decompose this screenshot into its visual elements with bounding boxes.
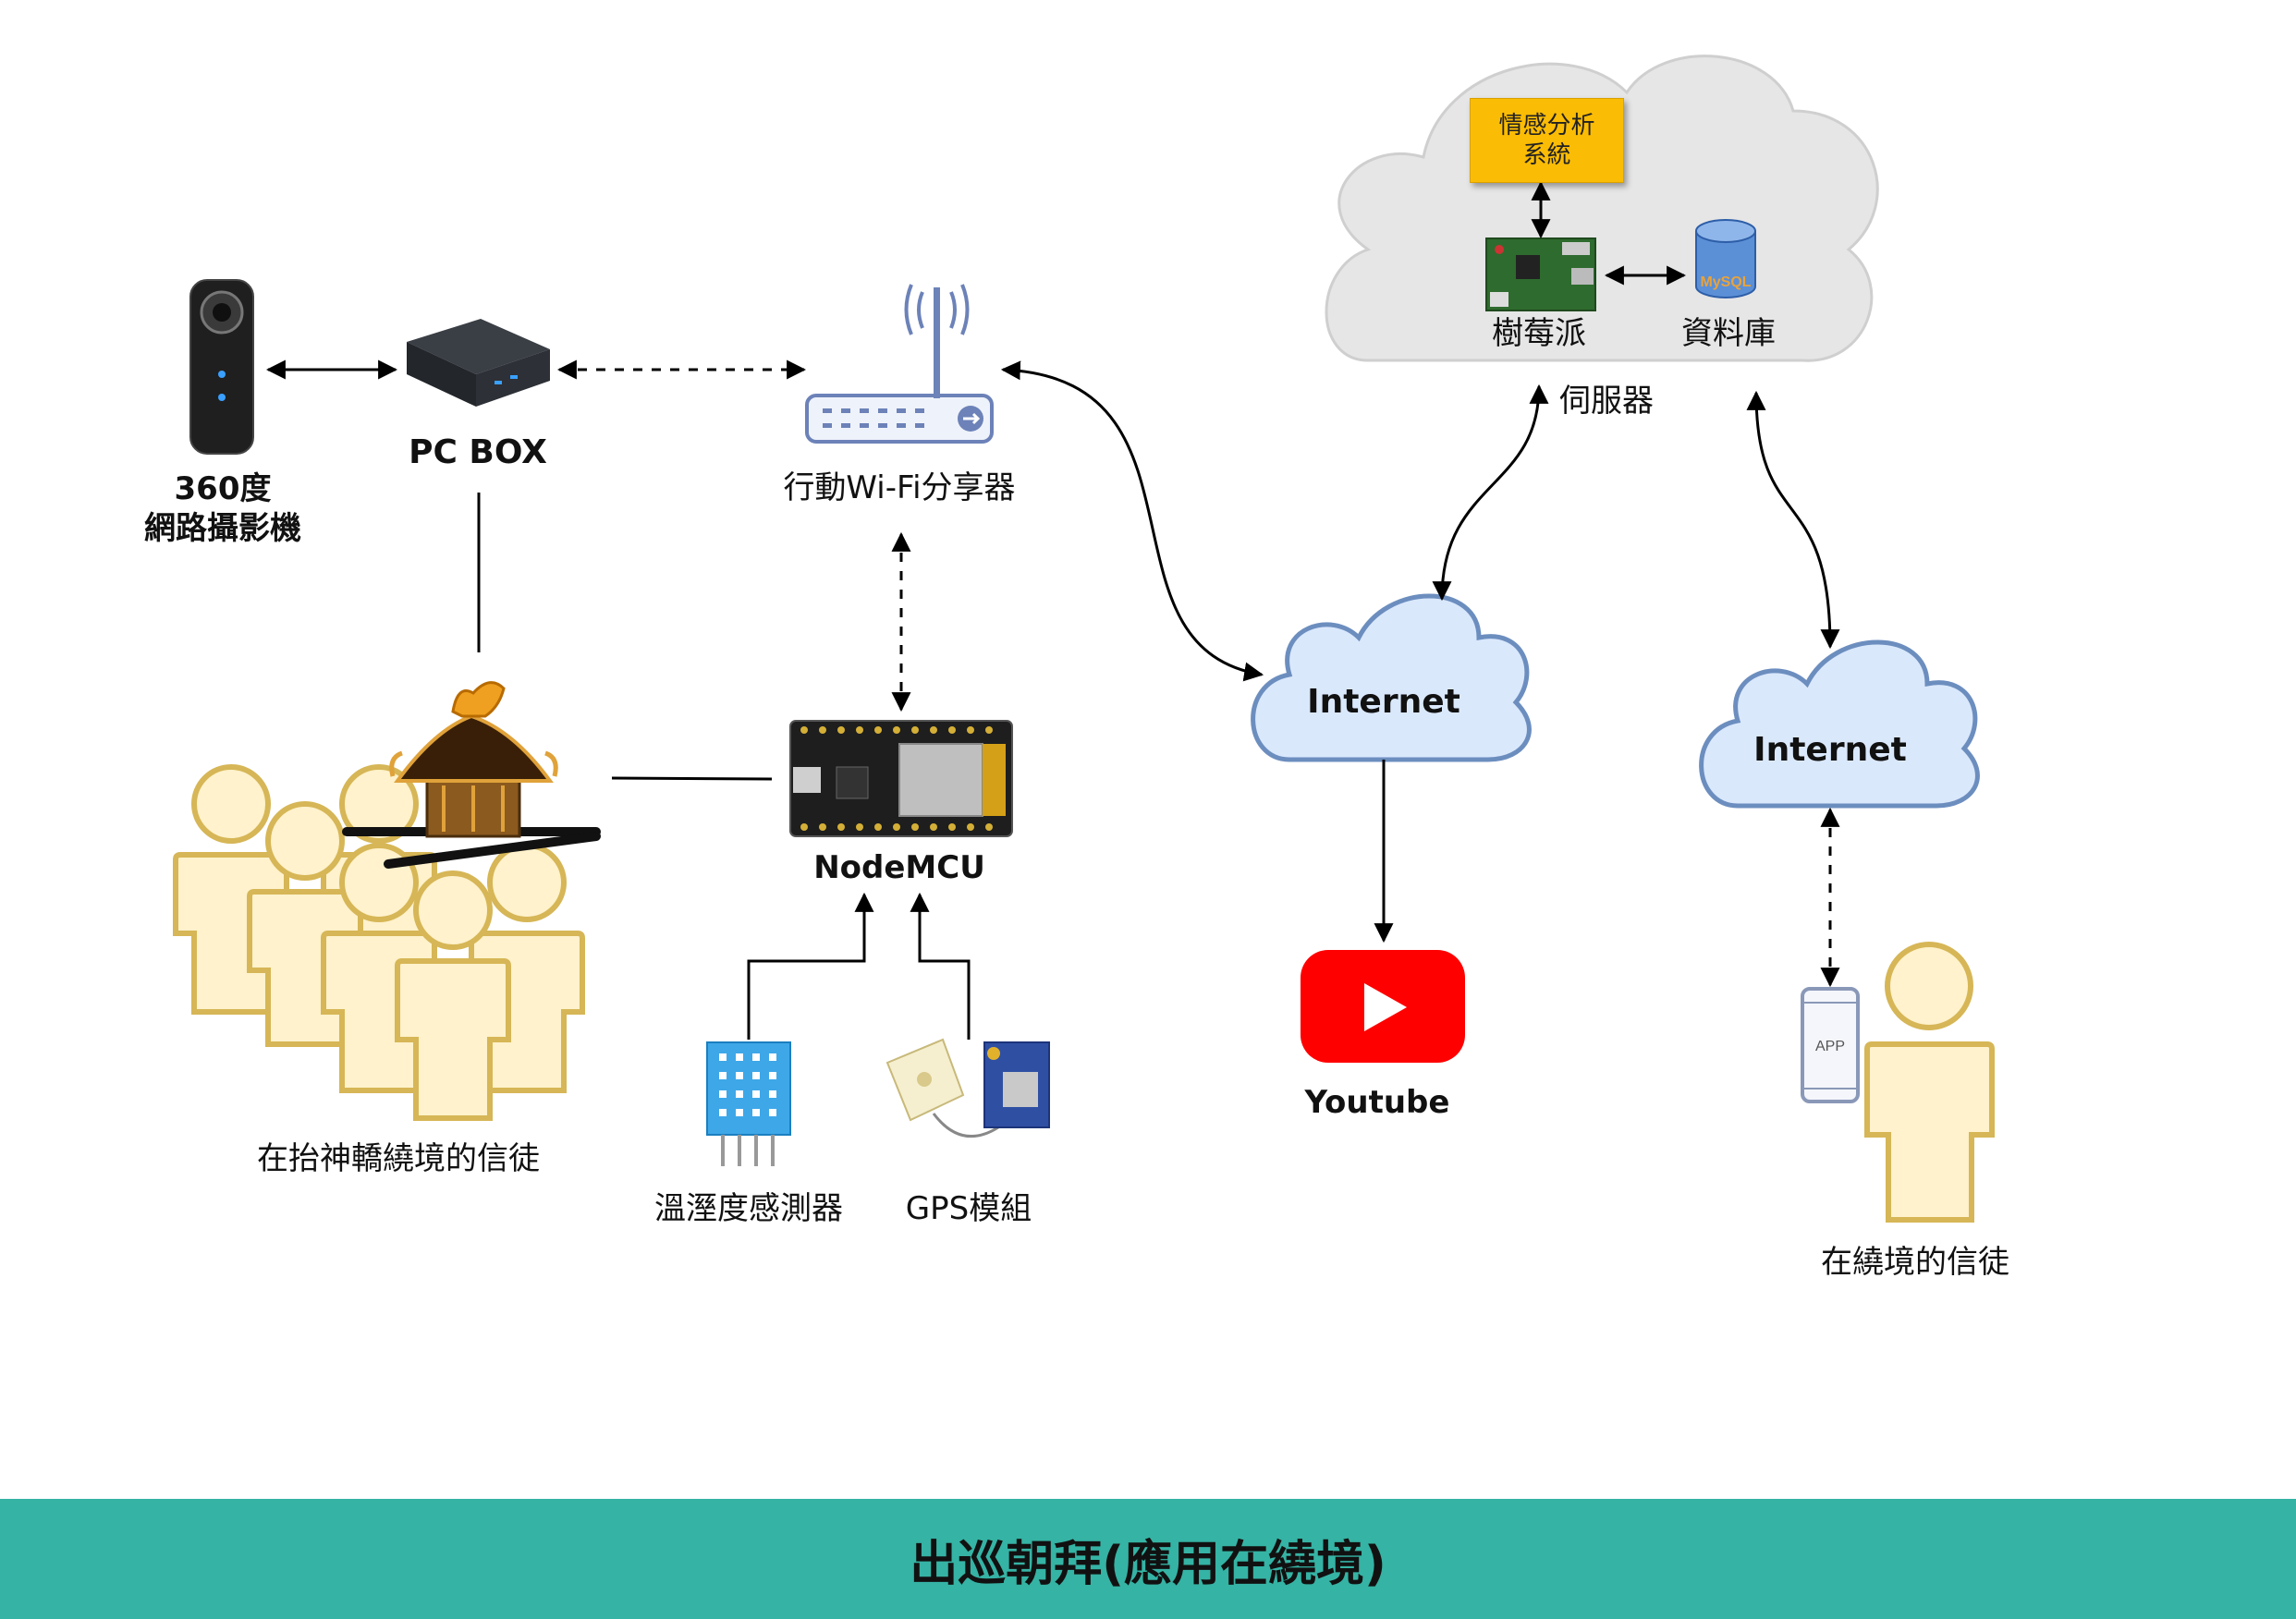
gps-module-icon [885,1038,1050,1138]
server-internet-right-link [1746,390,1840,650]
procession-nodemcu-line [611,776,773,781]
youtube-label: Youtube [1304,1084,1450,1121]
person-icon [395,870,511,1121]
believer-person-icon [1864,942,1995,1223]
footer-banner: 出巡朝拜(應用在繞境) [0,1499,2296,1619]
phone-app-label: APP [1815,1039,1845,1054]
youtube-logo-icon [1301,950,1465,1063]
raspberry-pi-label: 樹莓派 [1492,315,1586,352]
wifi-internet-link [1000,360,1264,682]
360-camera-icon [189,279,254,455]
wifi-router-label: 行動Wi-Fi分享器 [783,469,1016,506]
sentiment-analysis-box: 情感分析 系統 [1470,98,1624,183]
temperature-humidity-sensor-icon [706,1041,791,1166]
camera-label-line1: 360度 [174,470,272,507]
internet-left-label: Internet [1307,683,1460,721]
procession-believers-label: 在抬神轎繞境的信徒 [257,1140,540,1177]
sensor-nodemcu-arrow [747,892,874,1040]
server-internet-left-link [1432,383,1549,602]
nodemcu-label: NodeMCU [813,849,985,886]
palanquin-icon [342,681,601,869]
phone-app-icon: APP [1801,987,1860,1103]
pc-box-icon [407,319,550,407]
camera-label-line2: 網路攝影機 [144,509,301,547]
mysql-database-icon: MySQL [1695,219,1756,298]
temp-sensor-label: 溫溼度感測器 [654,1190,843,1227]
mysql-logo-text: MySQL [1700,274,1751,290]
database-label: 資料庫 [1681,315,1776,352]
gps-nodemcu-arrow [910,892,971,1040]
camera-label: 360度 網路攝影機 [144,469,301,548]
server-label: 伺服器 [1559,383,1654,420]
internet-right-label: Internet [1753,731,1907,769]
gps-module-label: GPS模組 [905,1190,1032,1227]
internet-cloud-right [1699,639,1980,809]
connector-lines [265,180,1840,1040]
pc-box-label: PC BOX [409,433,547,471]
internet-cloud-left [1251,593,1532,762]
nodemcu-board-icon [789,720,1013,837]
procession-believers-group [173,764,585,1121]
raspberry-pi-board [1485,237,1596,311]
believer-label: 在繞境的信徒 [1821,1244,2009,1281]
footer-title: 出巡朝拜(應用在繞境) [910,1537,1386,1592]
wifi-router-icon [805,284,994,444]
